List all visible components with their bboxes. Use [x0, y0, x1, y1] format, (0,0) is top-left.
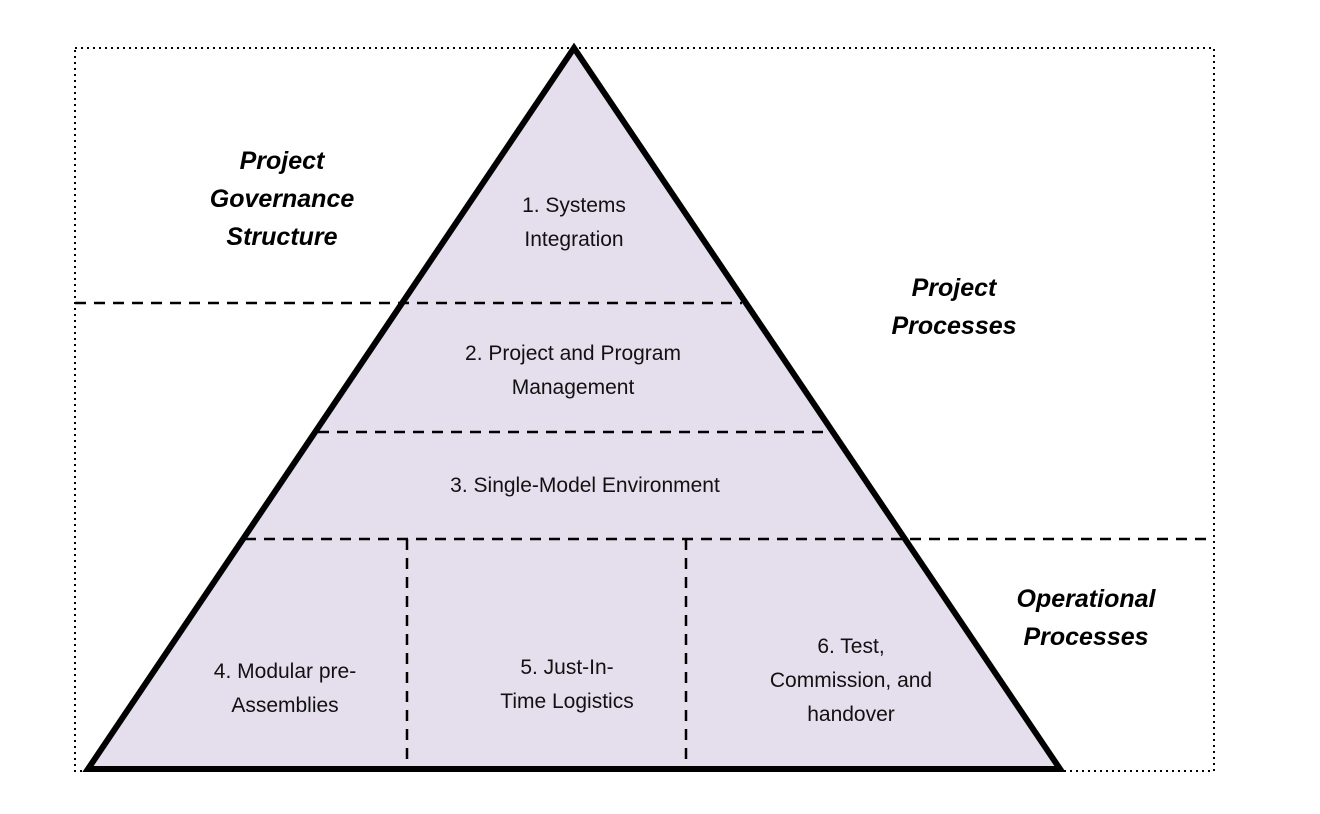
pyramid-triangle: [82, 42, 1066, 772]
text-line: 6. Test,: [817, 635, 885, 658]
layer-systems-integration: 1. Systems Integration: [522, 189, 626, 257]
text-line: Structure: [226, 223, 338, 251]
text-line: Processes: [891, 312, 1017, 340]
text-line: Assemblies: [231, 694, 339, 717]
text-line: Project: [911, 274, 997, 302]
label-operational-processes: Operational Processes: [1017, 580, 1156, 656]
layer-test-commission-handover: 6. Test, Commission, and handover: [770, 630, 932, 732]
text-line: Governance: [209, 185, 355, 213]
layer-single-model-environment: 3. Single-Model Environment: [450, 469, 720, 503]
text-line: Time Logistics: [500, 690, 634, 713]
text-line: Commission, and: [769, 669, 933, 692]
text-line: 3. Single-Model Environment: [450, 474, 720, 497]
text-line: Management: [511, 376, 635, 399]
text-line: 1. Systems: [522, 194, 626, 217]
text-line: Integration: [524, 228, 624, 251]
text-line: Operational: [1016, 585, 1156, 613]
layer-just-in-time-logistics: 5. Just-In- Time Logistics: [500, 651, 633, 719]
text-line: 4. Modular pre-: [213, 660, 357, 683]
text-line: 5. Just-In-: [520, 656, 614, 679]
label-project-processes: Project Processes: [891, 269, 1016, 345]
text-line: 2. Project and Program: [465, 342, 681, 365]
text-line: Processes: [1023, 623, 1149, 651]
text-line: Project: [239, 147, 325, 175]
text-line: handover: [807, 703, 895, 726]
layer-modular-pre-assemblies: 4. Modular pre- Assemblies: [214, 655, 356, 723]
layer-project-program-management: 2. Project and Program Management: [465, 337, 681, 405]
label-project-governance: Project Governance Structure: [210, 142, 355, 256]
